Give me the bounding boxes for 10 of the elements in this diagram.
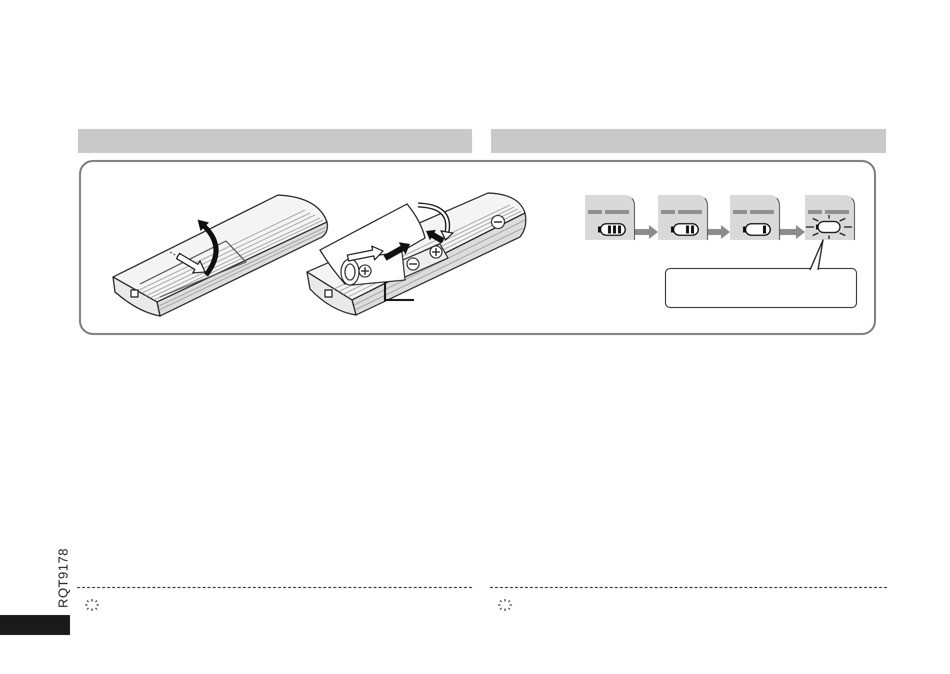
arrow <box>780 225 805 239</box>
arrow <box>708 225 730 239</box>
display-panel <box>658 195 708 240</box>
callout-pointer <box>809 239 824 271</box>
display-panel <box>730 195 780 240</box>
callout-bubble <box>665 268 857 308</box>
display-panel <box>585 195 635 240</box>
document-code: RQT9178 <box>56 548 70 608</box>
arrow <box>635 225 658 239</box>
display-panel <box>805 195 855 240</box>
